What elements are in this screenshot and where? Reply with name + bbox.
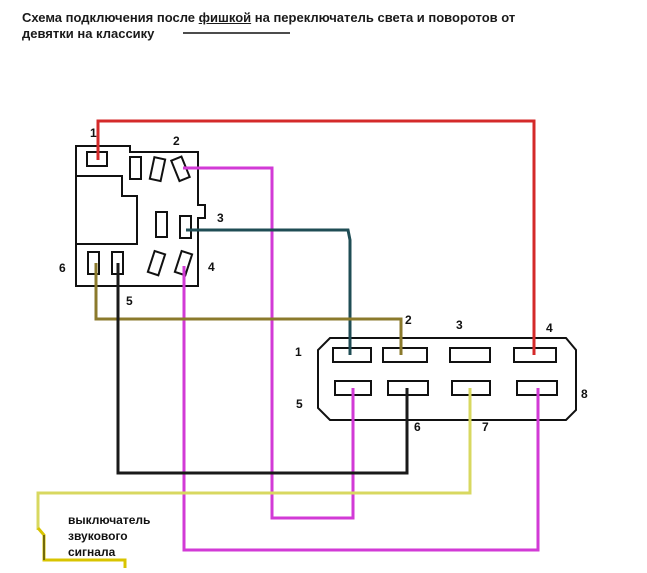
left-label-6: 6 (59, 261, 66, 275)
left-label-2: 2 (173, 134, 180, 148)
right-label-1: 1 (295, 345, 302, 359)
wire-red (96, 119, 536, 355)
right-label-8: 8 (581, 387, 588, 401)
right-label-5: 5 (296, 397, 303, 411)
left-label-4: 4 (208, 260, 215, 274)
wire-olive (94, 263, 403, 355)
horn-switch-caption: выключатель звукового сигнала (68, 512, 150, 560)
left-pin-3 (179, 215, 192, 239)
wire-dark-teal (186, 228, 352, 355)
right-label-2: 2 (405, 313, 412, 327)
left-connector-body (75, 145, 206, 287)
title-part-3: на переключатель света и поворотов от (251, 10, 516, 25)
title-line-2: девятки на классику (22, 26, 155, 41)
right-label-6: 6 (414, 420, 421, 434)
right-pin-1 (332, 347, 372, 363)
title-part-2: фишкой (198, 10, 252, 25)
left-pin-a (129, 156, 142, 180)
left-label-3: 3 (217, 211, 224, 225)
left-pin-d (146, 249, 167, 277)
wire-magenta-upper (183, 166, 355, 520)
left-label-1: 1 (90, 126, 97, 140)
wire-magenta-lower (182, 266, 540, 552)
left-label-5: 5 (126, 294, 133, 308)
left-pin-b (148, 156, 167, 183)
right-pin-3 (449, 347, 491, 363)
title-part-1: Схема подключения после (22, 10, 199, 25)
left-connector-inner-notch (76, 175, 138, 245)
wire-yellow-green (36, 388, 472, 530)
left-pin-c (155, 211, 168, 238)
right-label-4: 4 (546, 321, 553, 335)
right-pin-2 (382, 347, 428, 363)
diagram-title: Схема подключения после фишкой на перекл… (22, 10, 622, 42)
wire-black (116, 263, 409, 475)
caption-line-3: сигнала (68, 545, 116, 559)
caption-line-1: выключатель (68, 513, 151, 527)
left-pin-6 (87, 251, 100, 275)
right-label-7: 7 (482, 420, 489, 434)
caption-line-2: звукового (68, 529, 128, 543)
right-label-3: 3 (456, 318, 463, 332)
left-pin-4 (173, 249, 194, 277)
